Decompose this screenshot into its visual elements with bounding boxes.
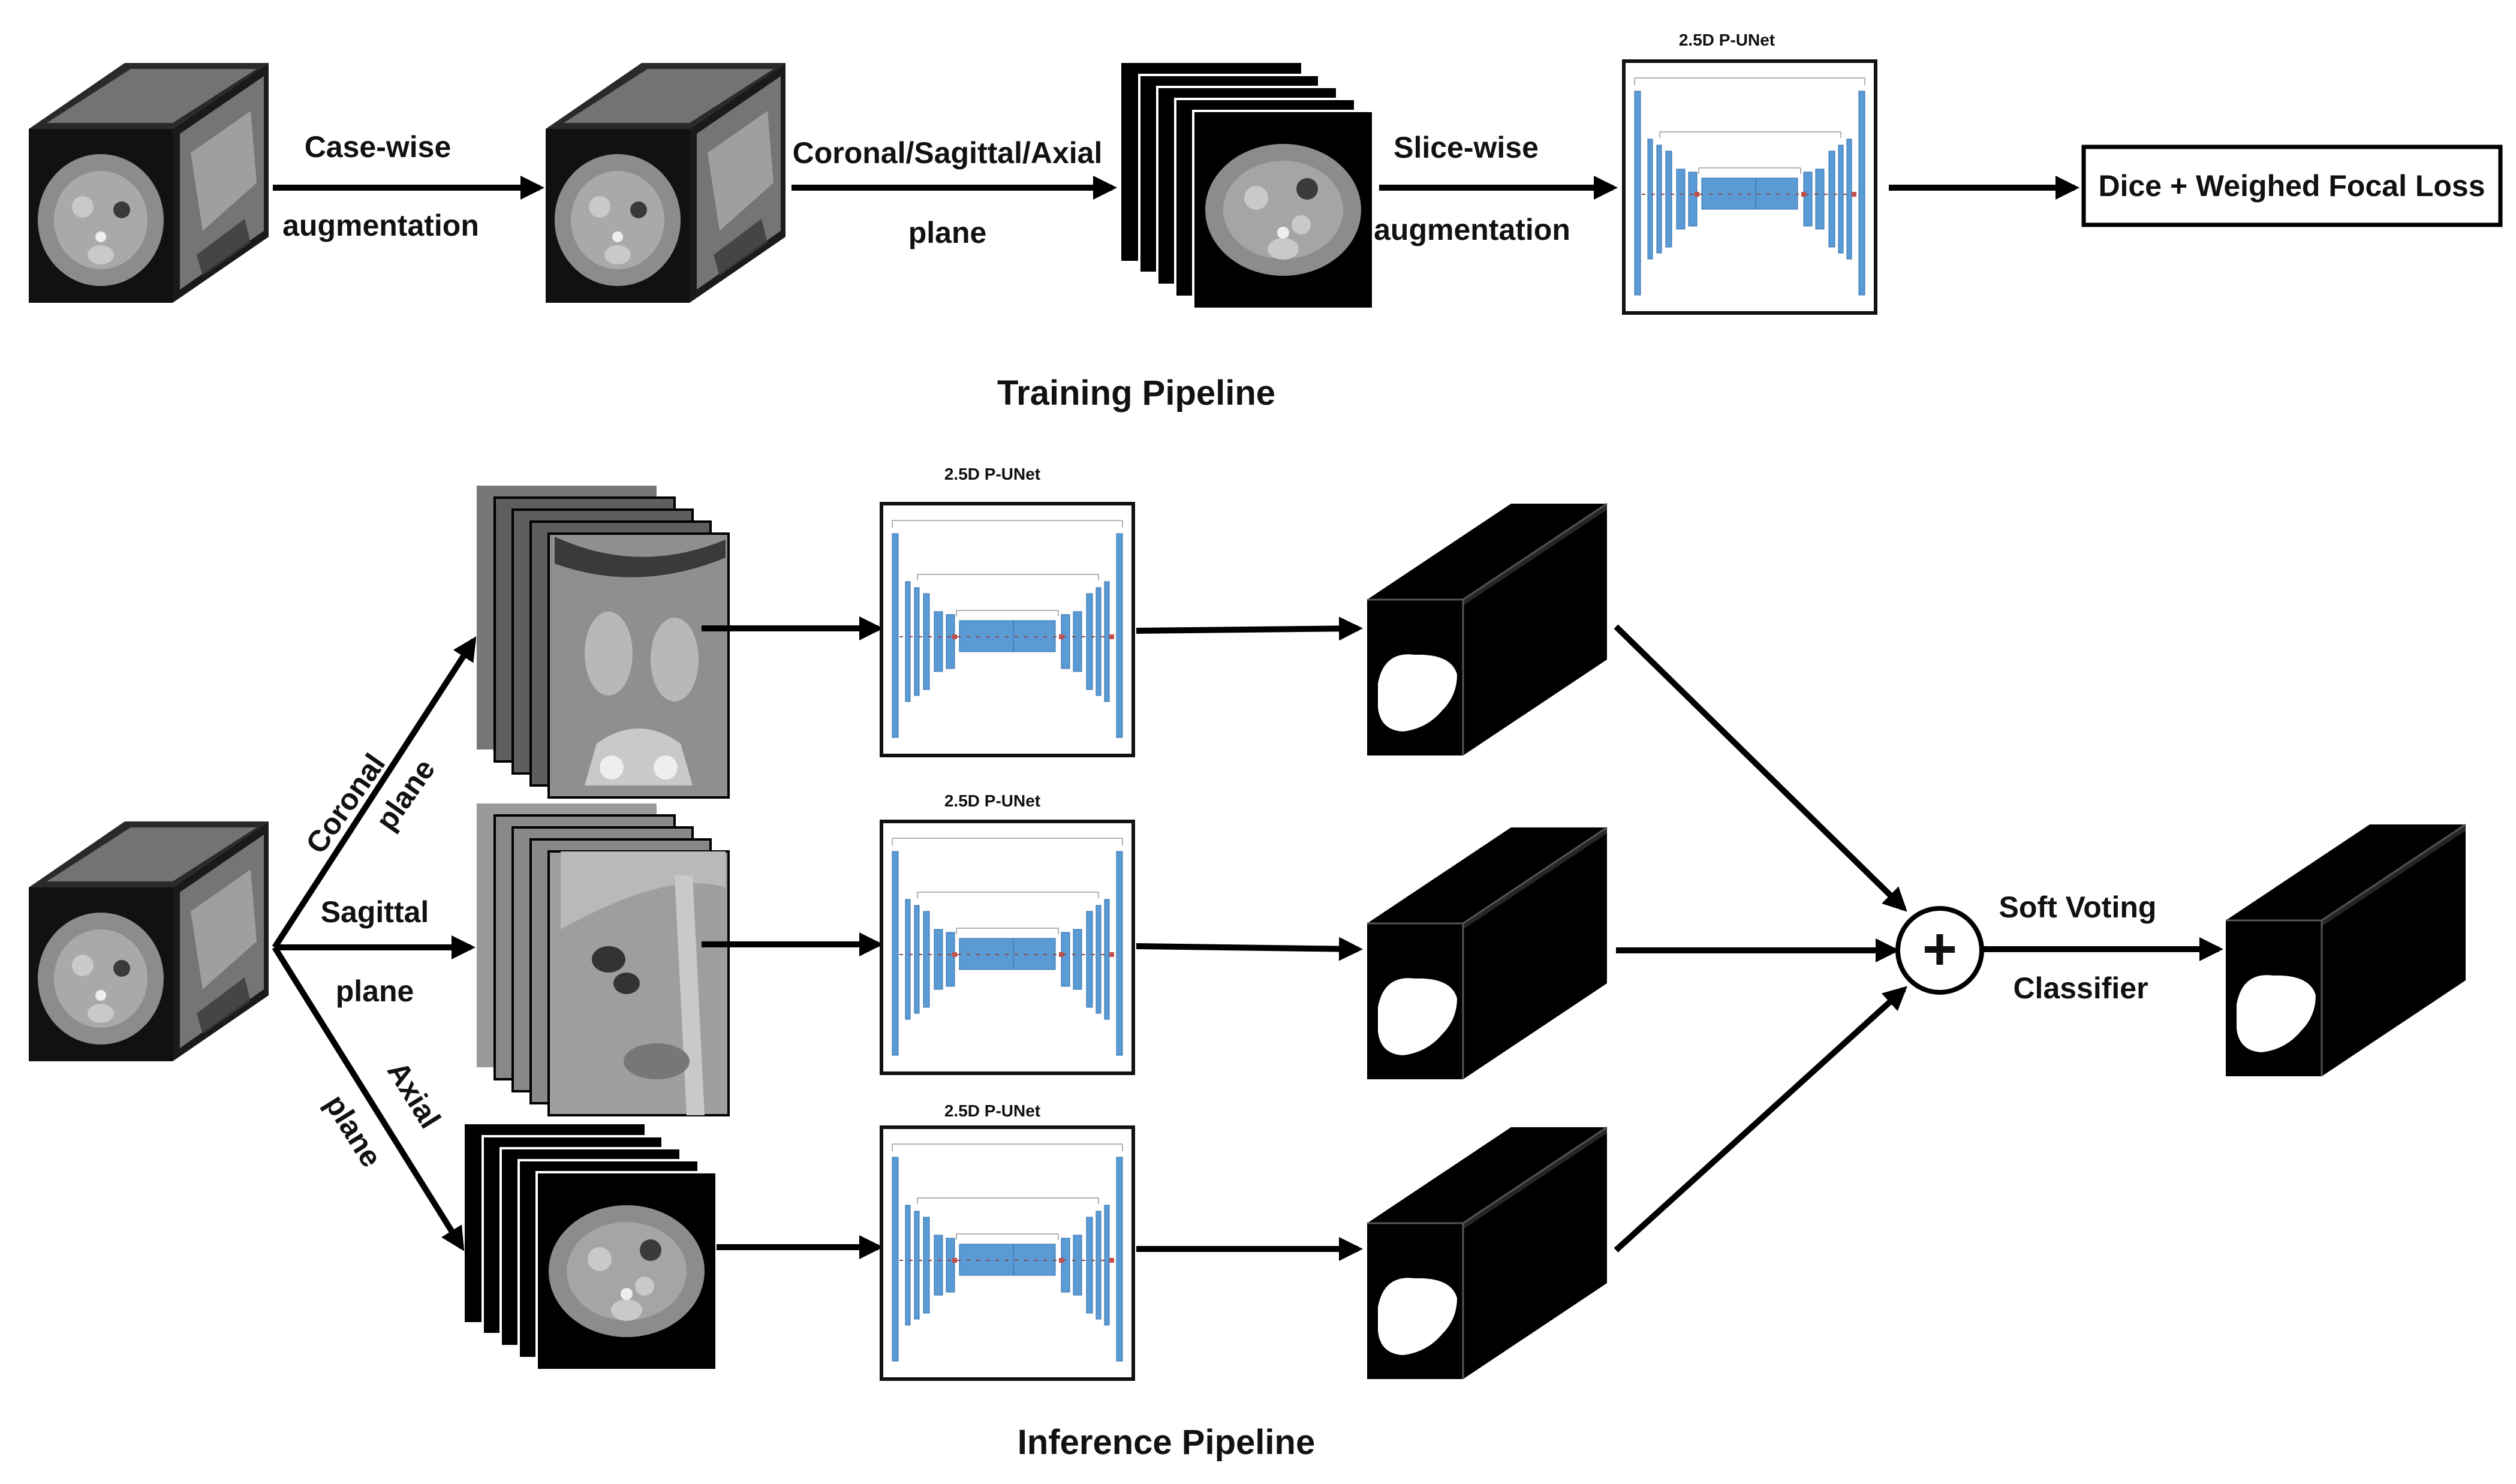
training-model-title: 2.5D P-UNet bbox=[1679, 31, 1775, 49]
ensemble-label-line1: Soft Voting bbox=[1999, 890, 2157, 924]
axial-mask bbox=[1366, 1126, 1608, 1380]
loss-label: Dice + Weighed Focal Loss bbox=[2098, 169, 2485, 203]
step2-label-line2: plane bbox=[908, 216, 987, 249]
sagittal-mask bbox=[1366, 826, 1608, 1080]
arrow-sagittal-to-mask bbox=[1136, 937, 1363, 961]
axial-unet bbox=[880, 1125, 1135, 1381]
coronal-mask bbox=[1366, 502, 1608, 757]
inference-input-volume bbox=[29, 821, 269, 1061]
training-unet bbox=[1622, 59, 1877, 315]
arrow-coronal bbox=[272, 636, 477, 949]
step1-label-line2: augmentation bbox=[282, 209, 479, 242]
sagittal-unet bbox=[880, 820, 1135, 1075]
ensemble-symbol: + bbox=[1922, 916, 1957, 983]
arrow-axial bbox=[272, 946, 465, 1251]
axial-plane-label-line2: plane bbox=[318, 1089, 389, 1173]
step3-label-line1: Slice-wise bbox=[1394, 131, 1539, 164]
sagittal-plane-label-line1: Sagittal bbox=[321, 895, 429, 929]
augmented-volume bbox=[546, 63, 786, 303]
loss-box bbox=[2081, 145, 2503, 227]
output-mask bbox=[2225, 823, 2467, 1077]
coronal-unet bbox=[880, 502, 1135, 757]
ensemble-node bbox=[1895, 906, 1984, 995]
sagittal-slice-stack bbox=[475, 802, 730, 1116]
training-pipeline-title: Training Pipeline bbox=[997, 374, 1275, 413]
ensemble-label-line2: Classifier bbox=[2013, 971, 2148, 1005]
training-slice-stack bbox=[1120, 62, 1374, 310]
step2-label-line1: Coronal/Sagittal/Axial bbox=[793, 136, 1103, 170]
inference-pipeline: Coronal plane Sagittal plane Axial plane… bbox=[29, 465, 2467, 1462]
inference-pipeline-title: Inference Pipeline bbox=[1018, 1423, 1315, 1462]
coronal-model-title: 2.5D P-UNet bbox=[944, 465, 1040, 483]
sagittal-plane-label-line2: plane bbox=[336, 974, 414, 1008]
arrow-axial-mask-to-ensemble bbox=[1614, 986, 1907, 1253]
axial-model-title: 2.5D P-UNet bbox=[944, 1101, 1040, 1120]
training-input-volume bbox=[29, 63, 269, 303]
sagittal-model-title: 2.5D P-UNet bbox=[944, 791, 1040, 810]
step3-label-line2: augmentation bbox=[1374, 213, 1570, 246]
training-pipeline: Case-wise augmentation Coronal/Sagittal/… bbox=[29, 31, 2503, 413]
arrow-coronal-mask-to-ensemble bbox=[1614, 624, 1907, 912]
axial-plane-label-line1: Axial bbox=[381, 1055, 447, 1134]
axial-slice-stack bbox=[464, 1123, 718, 1371]
step1-label-line1: Case-wise bbox=[305, 130, 452, 164]
coronal-slice-stack bbox=[475, 484, 730, 799]
arrow-coronal-to-mask bbox=[1136, 616, 1363, 641]
